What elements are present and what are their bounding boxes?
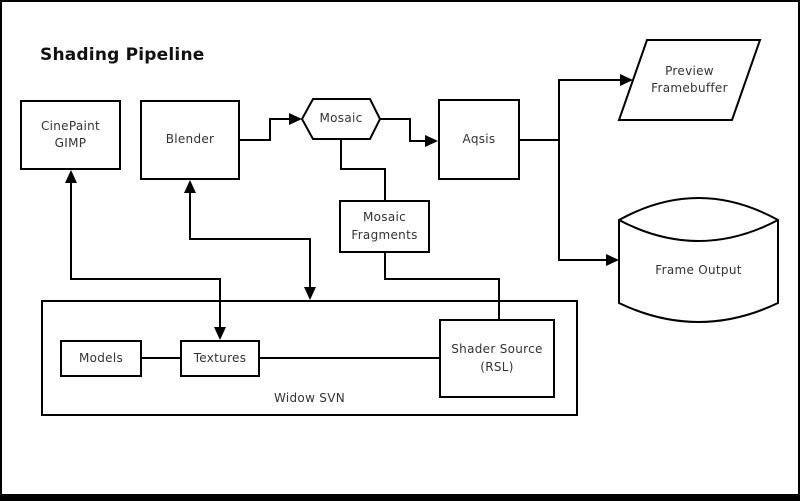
- node-textures: Textures: [180, 340, 260, 377]
- edge-textures-to-cinepaint: [70, 181, 221, 329]
- page-title: Shading Pipeline: [40, 45, 205, 65]
- arrowhead-into-widow-svn: [304, 287, 316, 300]
- arrowhead-into-preview-framebuffer: [620, 74, 633, 86]
- edge-blender-to-mosaic: [240, 118, 291, 141]
- arrowhead-into-frame-output: [606, 254, 619, 266]
- arrowhead-into-mosaic: [289, 113, 302, 125]
- widow-svn-container: Widow SVN: [41, 300, 578, 416]
- node-frame-output-label: Frame Output: [655, 263, 742, 278]
- frame-output-cylinder-shape: [618, 197, 779, 323]
- node-aqsis: Aqsis: [438, 99, 520, 180]
- edge-junction-to-preview-framebuffer: [558, 79, 622, 140]
- node-mosaic-fragments: Mosaic Fragments: [339, 200, 430, 253]
- preview-framebuffer-parallelogram-shape: [617, 39, 762, 121]
- edge-junction-to-frame-output: [558, 140, 608, 261]
- node-blender: Blender: [140, 100, 240, 180]
- arrowhead-into-blender: [184, 180, 196, 193]
- arrowhead-into-textures: [214, 327, 226, 340]
- frame-output-cylinder-lip: [618, 219, 779, 242]
- node-mosaic-label: Mosaic: [319, 111, 363, 126]
- arrowhead-into-aqsis: [425, 135, 438, 147]
- node-shader-source: Shader Source (RSL): [439, 319, 555, 398]
- mosaic-hexagon-shape: [300, 98, 382, 140]
- node-cinepaint-gimp: CinePaint GIMP: [20, 100, 121, 170]
- node-models: Models: [60, 340, 142, 377]
- edge-mosaic-to-aqsis: [380, 118, 427, 142]
- node-preview-framebuffer-label: Preview Framebuffer: [651, 63, 728, 95]
- arrowhead-into-cinepaint: [65, 170, 77, 183]
- edge-mosaic-to-mosaic-fragments: [340, 139, 386, 200]
- edge-widow-svn-to-blender: [189, 191, 311, 289]
- widow-svn-label: Widow SVN: [273, 391, 346, 405]
- edge-mosaic-fragments-to-shader-source: [384, 253, 500, 319]
